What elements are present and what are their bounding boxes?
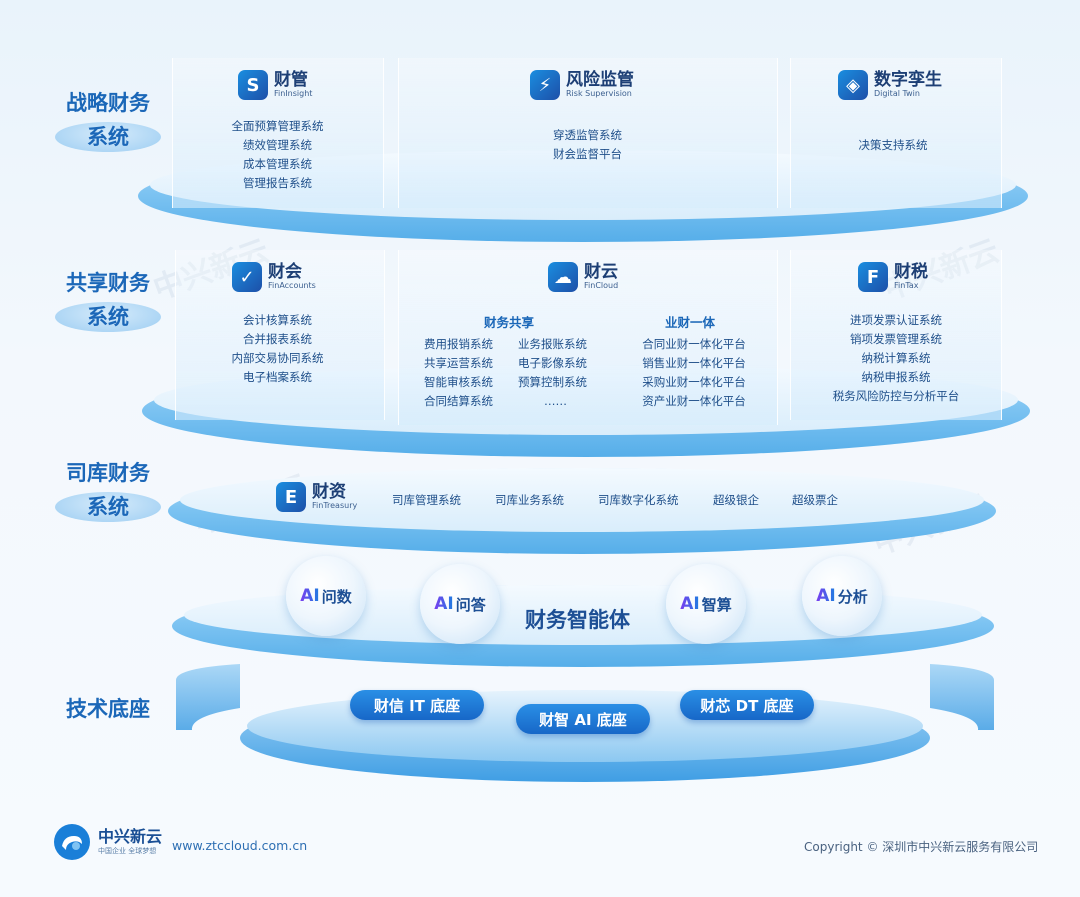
finshui-items: 进项发票认证系统 销项发票管理系统 纳税计算系统 纳税申报系统 税务风险防控与分… (832, 313, 960, 403)
finyun-col2: 业务报账系统 电子影像系统 预算控制系统 …… (518, 337, 587, 408)
finyun-col3: 合同业财一体化平台 销售业财一体化平台 采购业财一体化平台 资产业财一体化平台 (642, 337, 746, 408)
glass-column-finshui (790, 250, 1002, 420)
finhui-icon: ✓ (232, 262, 262, 292)
tech-pill-ai: 财智 AI 底座 (516, 704, 650, 734)
fintax-icon: F (858, 262, 888, 292)
risk-items: 穿透监管系统 财会监督平台 (553, 128, 622, 161)
fintreasury-icon: E (276, 482, 306, 512)
treasury-item: 司库数字化系统 (598, 493, 679, 507)
treasury-item: 超级银企 (713, 493, 759, 507)
glass-column-twin (790, 58, 1002, 208)
shield-icon: ⚡ (530, 70, 560, 100)
glass-column-finyun (398, 250, 778, 425)
treasury-disc-top (180, 468, 984, 532)
finyun-group2-title: 业财一体 (665, 315, 716, 330)
brand-finyun: ☁ 财云 FinCloud (548, 262, 618, 292)
twin-items: 决策支持系统 (858, 138, 928, 152)
glass-column-finguan (172, 58, 384, 208)
brand-finshui: F 财税 FinTax (858, 262, 928, 292)
treasury-item: 司库业务系统 (495, 493, 564, 507)
cube-icon: ◈ (838, 70, 868, 100)
finyun-col1: 费用报销系统 共享运营系统 智能审核系统 合同结算系统 (424, 337, 493, 408)
glass-column-risk (398, 58, 778, 208)
brand-finhui: ✓ 财会 FinAccounts (232, 262, 316, 292)
finguan-icon: S (238, 70, 268, 100)
layer-label-strategy: 战略财务 系统 (52, 88, 164, 152)
footer-logo: 中兴新云 中国企业 全球梦想 (52, 822, 162, 862)
footer-url[interactable]: www.ztccloud.com.cn (172, 838, 308, 853)
treasury-item: 司库管理系统 (392, 493, 461, 507)
finguan-items: 全面预算管理系统 绩效管理系统 成本管理系统 管理报告系统 (231, 119, 324, 190)
footer-copyright: Copyright © 深圳市中兴新云服务有限公司 (804, 840, 1039, 854)
ai-center-label: 财务智能体 (525, 608, 630, 632)
brand-risk: ⚡ 风险监管 Risk Supervision (530, 70, 634, 100)
layer-label-treasury: 司库财务 系统 (52, 458, 164, 522)
glass-column-finhui (175, 250, 385, 420)
layer-label-tech: 技术底座 (66, 697, 150, 721)
cloud-icon: ☁ (548, 262, 578, 292)
cloud-logo-icon (54, 824, 90, 860)
tech-pill-dt: 财芯 DT 底座 (680, 690, 814, 720)
treasury-item: 超级票企 (792, 493, 838, 507)
brand-treasury: E 财资 FinTreasury (276, 482, 357, 512)
finhui-items: 会计核算系统 合并报表系统 内部交易协同系统 电子档案系统 (231, 313, 324, 384)
layer-label-shared: 共享财务 系统 (52, 268, 164, 332)
brand-finguan: S 财管 FinInsight (238, 70, 312, 100)
tech-pill-it: 财信 IT 底座 (350, 690, 484, 720)
brand-twin: ◈ 数字孪生 Digital Twin (838, 70, 942, 100)
finyun-group1-title: 财务共享 (484, 315, 535, 330)
